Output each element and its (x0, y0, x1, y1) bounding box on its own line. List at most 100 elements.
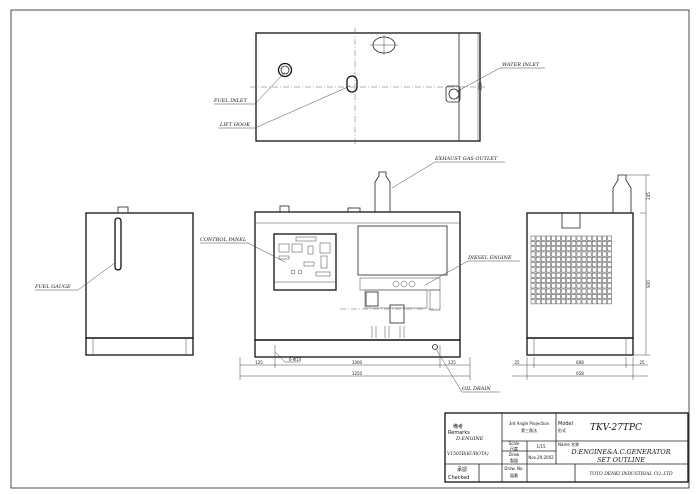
grille-cell (581, 283, 587, 289)
grille-cell (551, 299, 556, 305)
grille-cell (535, 262, 541, 268)
draw-no-label-jp: 図番 (510, 472, 518, 478)
grille-cell (586, 241, 592, 246)
grille-cell (571, 288, 577, 294)
grille-cell (571, 283, 577, 289)
grille-cell (576, 272, 582, 278)
model-label-jp: 形式 (558, 427, 566, 433)
grille-cell (571, 278, 577, 283)
grille-cell (546, 288, 551, 294)
grille-cell (551, 272, 556, 278)
grille-cell (591, 246, 597, 252)
grille-cell (530, 283, 536, 289)
grille-cell (576, 278, 582, 283)
grille-cell (571, 246, 577, 252)
grille-cell (602, 299, 607, 305)
grille-cell (591, 272, 597, 278)
grille-cell (546, 256, 551, 262)
fuel-gauge-icon (114, 217, 122, 271)
dim-front-left: 125 (255, 360, 263, 365)
grille-cell (602, 267, 607, 273)
grille-cell (561, 235, 566, 241)
dim-top-depth: 650 (478, 82, 483, 90)
grille-cell (566, 251, 572, 257)
draw-label: Draw (509, 452, 520, 457)
grille-cell (540, 262, 546, 268)
grille-cell (566, 272, 572, 278)
grille-cell (586, 251, 592, 257)
callout-control-panel: CONTROL PANEL (200, 237, 247, 243)
grille-cell (597, 262, 602, 268)
grille-cell (561, 251, 566, 257)
front-view: 125 1000 125 1250 6-Φ14 EXHAUST GAS OUTL… (200, 156, 520, 393)
dim-side-overall: 658 (576, 371, 584, 376)
grille-cell (551, 251, 556, 257)
grille-cell (540, 288, 546, 294)
callout-anchor-holes: 6-Φ14 (289, 357, 302, 362)
grille-cell (530, 241, 536, 246)
grille-cell (561, 278, 566, 283)
dim-side-left: 25 (514, 360, 520, 365)
grille-cell (607, 288, 612, 294)
grille-cell (535, 278, 541, 283)
grille-cell (561, 299, 566, 305)
grille-cell (602, 241, 607, 246)
diesel-engine (359, 277, 441, 338)
projection-jp: 第三角法 (521, 427, 537, 433)
scale-label: Scale (509, 441, 520, 446)
grille-cell (566, 267, 572, 273)
grille-cell (591, 251, 597, 257)
grille-cell (586, 283, 592, 289)
grille-cell (556, 241, 561, 246)
grille-cell (546, 299, 551, 305)
grille-cell (591, 294, 597, 299)
grille-cell (581, 272, 587, 278)
grille-cell (576, 288, 582, 294)
grille-cell (602, 288, 607, 294)
remarks-label: Remarks (448, 430, 470, 436)
grille-cell (586, 272, 592, 278)
grille-cell (551, 246, 556, 252)
grille-cell (586, 256, 592, 262)
radiator-grille (530, 235, 612, 305)
grille-cell (546, 278, 551, 283)
grille-cell (581, 299, 587, 305)
grille-cell (571, 294, 577, 299)
grille-cell (535, 256, 541, 262)
grille-cell (576, 241, 582, 246)
title-block: 備考 Remarks D.ENGINE V1505B(KUBOTA) 承認 Ch… (444, 412, 689, 483)
grille-cell (530, 235, 536, 241)
grille-cell (551, 294, 556, 299)
grille-cell (581, 256, 587, 262)
grille-cell (566, 283, 572, 289)
grille-cell (551, 288, 556, 294)
grille-cell (561, 246, 566, 252)
grille-cell (602, 294, 607, 299)
company-name: TOTO DENKI INDUSTRIAL CO.,LTD (589, 471, 673, 477)
grille-cell (571, 256, 577, 262)
grille-cell (546, 294, 551, 299)
grille-cell (535, 299, 541, 305)
grille-cell (576, 267, 582, 273)
grille-cell (530, 272, 536, 278)
grille-cell (597, 241, 602, 246)
control-panel (273, 233, 337, 291)
top-view: 650 FUEL INLET LIFT HOOK WATER INLET (213, 28, 545, 145)
grille-cell (561, 272, 566, 278)
grille-cell (602, 246, 607, 252)
grille-cell (530, 288, 536, 294)
callout-exhaust-gas-outlet: EXHAUST GAS OUTLET (434, 156, 498, 162)
grille-cell (591, 256, 597, 262)
grille-cell (607, 235, 612, 241)
callout-lift-hook: LIFT HOOK (219, 122, 250, 128)
grille-cell (535, 241, 541, 246)
grille-cell (597, 283, 602, 289)
grille-cell (602, 283, 607, 289)
grille-cell (566, 246, 572, 252)
draw-no-label: Draw. No. (504, 466, 523, 471)
grille-cell (586, 267, 592, 273)
grille-cell (551, 256, 556, 262)
grille-cell (535, 294, 541, 299)
grille-cell (556, 262, 561, 268)
